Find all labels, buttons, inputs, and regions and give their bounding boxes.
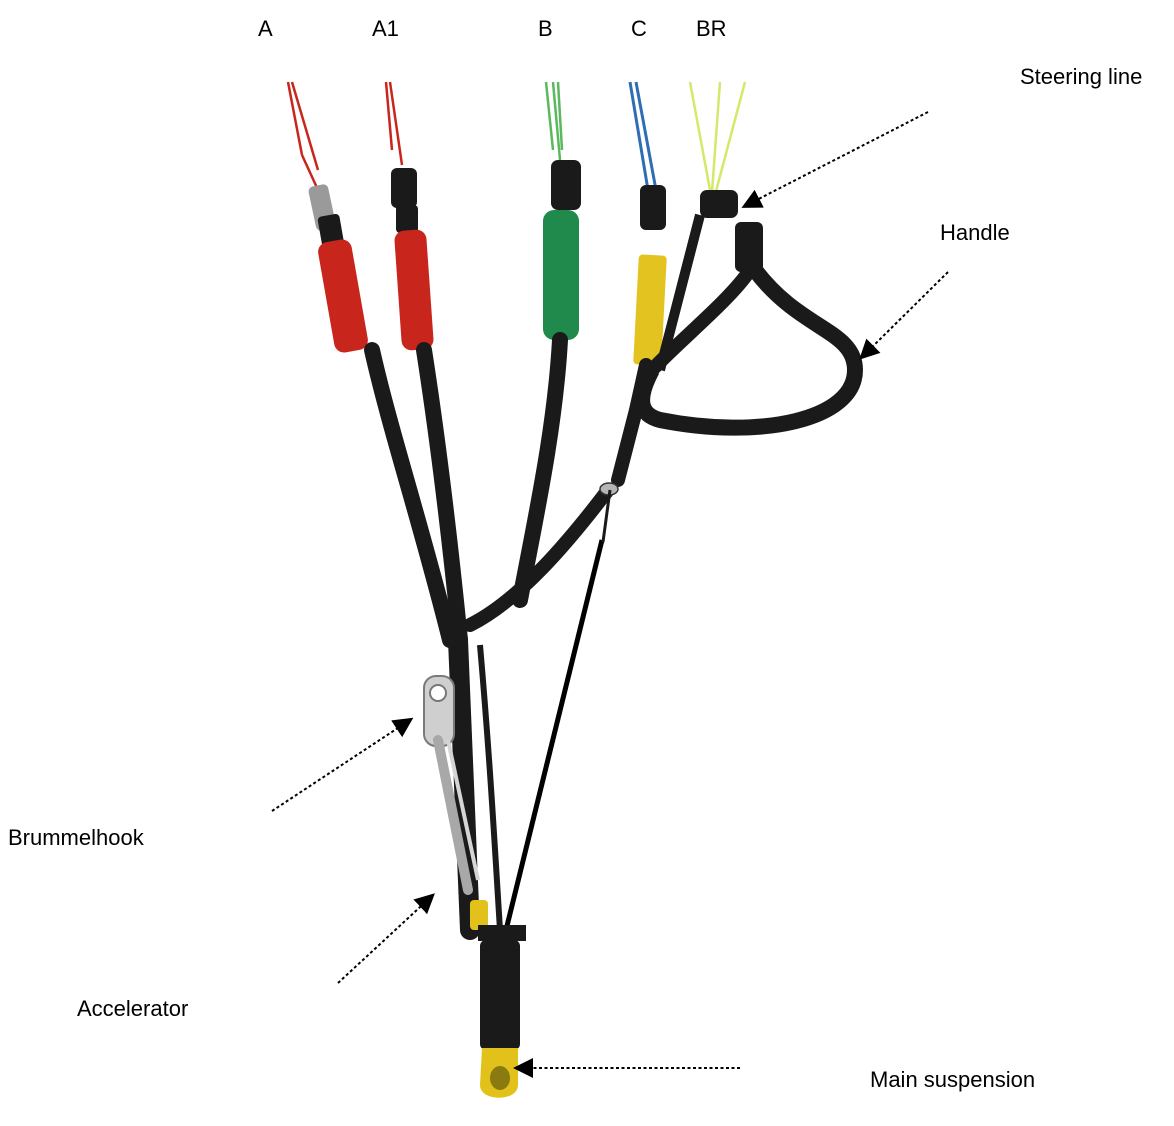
accelerator-label: Accelerator (77, 998, 188, 1020)
main-suspension-label: Main suspension (870, 1069, 1035, 1091)
handle-label: Handle (940, 222, 1010, 244)
handle-arrow (862, 272, 948, 357)
riser-label-c: C (631, 18, 647, 40)
c-riser-lines (630, 82, 656, 190)
steering-handle (642, 190, 855, 428)
c-riser (618, 185, 667, 480)
accelerator-arrow (338, 896, 432, 983)
a1-riser-lines (386, 82, 402, 165)
steering-line-label: Steering line (1020, 66, 1142, 88)
riser-label-a: A (258, 18, 273, 40)
steering-line-arrow (745, 112, 928, 206)
riser-label-br: BR (696, 18, 727, 40)
brummelhook-arrow (272, 720, 410, 811)
br-steering-lines (690, 82, 745, 195)
callout-arrows (272, 112, 948, 1068)
a-riser-lines (288, 82, 318, 190)
b-riser-lines (546, 82, 562, 160)
brummelhook-label: Brummelhook (8, 827, 144, 849)
riser-label-b: B (538, 18, 553, 40)
riser-label-a1: A1 (372, 18, 399, 40)
